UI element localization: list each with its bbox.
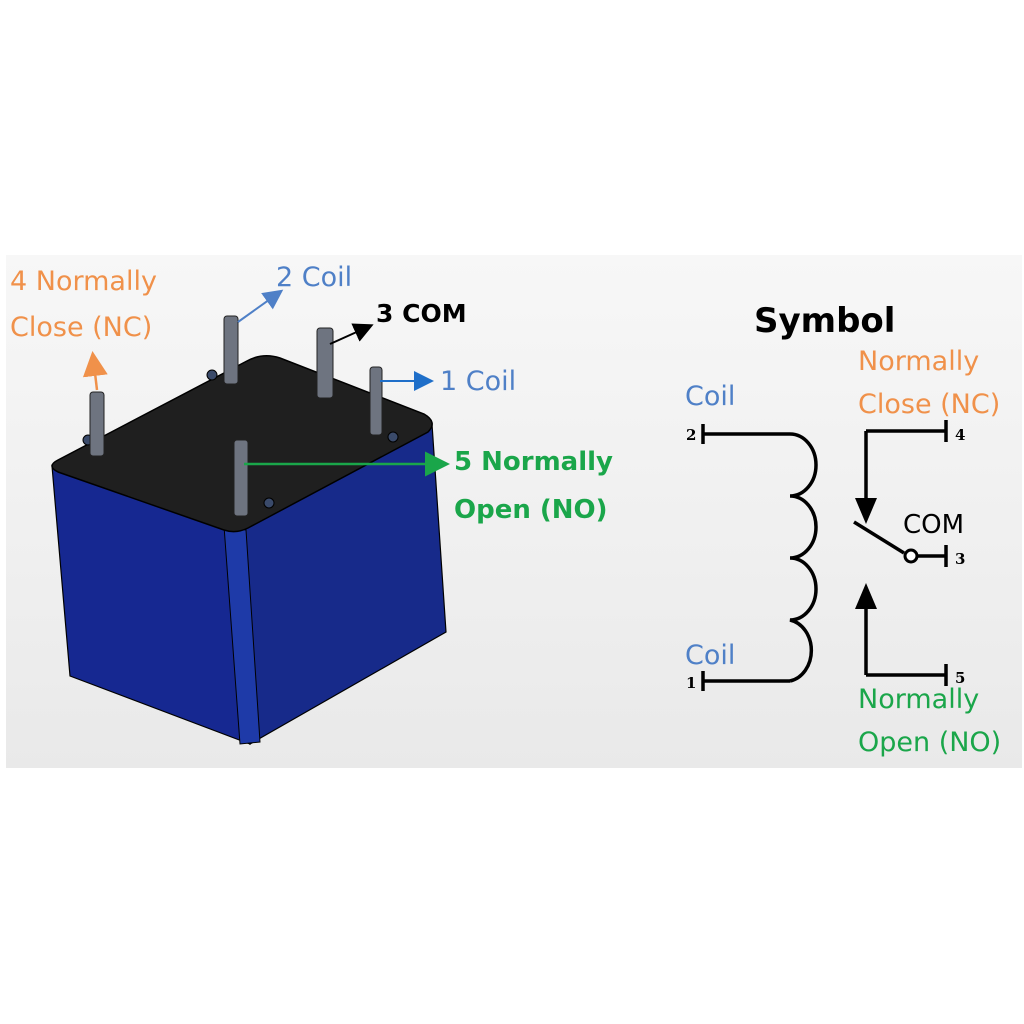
com-switch-symbol [853,520,948,567]
symbol-coil-top-label: Coil [685,381,735,412]
pin-label-2: 2 [686,426,696,444]
label-coil1: 1 Coil [440,366,516,397]
pin-label-3: 3 [955,550,965,568]
no-contact-symbol [864,606,948,686]
nc-contact-symbol [864,420,948,500]
symbol-com-label: COM [903,510,964,540]
symbol-title: Symbol [754,301,895,341]
symbol-nc-line2: Close (NC) [858,389,1000,420]
label-com: 3 COM [376,299,467,328]
pin-1 [369,366,383,436]
pin-5 [233,439,249,517]
com-arrow [329,323,374,345]
relay-body [51,355,447,745]
symbol-no-line1: Normally [858,684,979,715]
nc-arrowhead [855,498,877,524]
symbol-no-line2: Open (NO) [858,727,1001,758]
nc-arrow [82,351,108,391]
symbol-nc-line1: Normally [858,346,979,377]
pin-4 [89,391,105,457]
pin-label-4: 4 [955,426,965,444]
label-nc-line1: 4 Normally [10,266,157,297]
label-nc-line2: Close (NC) [10,312,152,343]
symbol-coil-bottom-label: Coil [685,640,735,671]
pin-2 [223,315,239,385]
label-no-line1: 5 Normally [454,447,613,477]
relay-diagram-svg: 4 Normally Close (NC) 2 Coil 3 COM 1 Coi… [10,262,1001,758]
pin-label-5: 5 [955,669,965,687]
pin-3 [316,327,334,399]
relay-pins [89,315,383,517]
coil-symbol [701,424,818,691]
no-arrowhead [855,583,877,609]
coil2-arrow [237,289,284,323]
relay-pinout-figure: 4 Normally Close (NC) 2 Coil 3 COM 1 Coi… [6,255,1022,768]
pin-label-1: 1 [686,674,696,692]
label-coil2: 2 Coil [276,262,352,293]
label-no-line2: Open (NO) [454,495,608,525]
